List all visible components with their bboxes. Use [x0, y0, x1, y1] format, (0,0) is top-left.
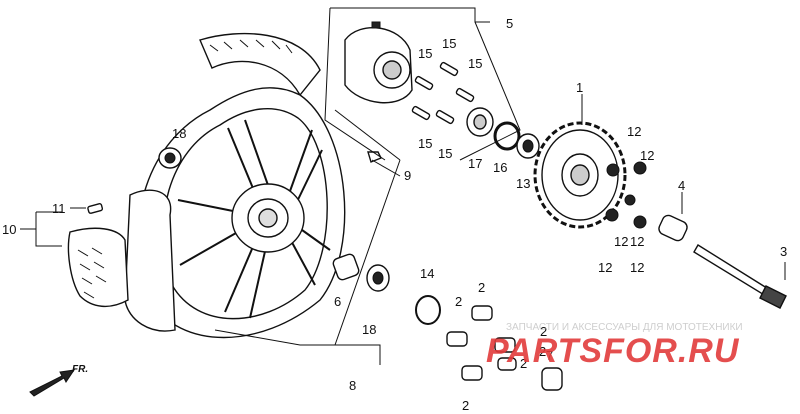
studs [411, 61, 475, 125]
callout-2: 2 [478, 280, 485, 295]
callout-9: 9 [404, 168, 411, 183]
callout-2: 2 [540, 324, 547, 339]
callout-17: 17 [468, 156, 482, 171]
callout-7: 7 [546, 348, 553, 363]
callout-15: 15 [438, 146, 452, 161]
callout-18: 18 [172, 126, 186, 141]
callout-5: 5 [506, 16, 513, 31]
callout-2: 2 [520, 356, 527, 371]
watermark-tagline: ЗАПЧАСТИ И АКСЕССУАРЫ ДЛЯ МОТОТЕХНИКИ [506, 322, 743, 333]
lower-collar-bearing [332, 253, 390, 292]
callout-15: 15 [442, 36, 456, 51]
callout-2: 2 [455, 294, 462, 309]
rear-wheel-illustration [67, 32, 346, 339]
watermark-brand: PARTSFOR.RU [486, 332, 740, 370]
front-direction-arrow: FR. [29, 364, 88, 397]
callout-12: 12 [630, 260, 644, 275]
callout-12: 12 [640, 148, 654, 163]
nuts [605, 161, 647, 229]
callout-4: 4 [678, 178, 685, 193]
callout-12: 12 [627, 124, 641, 139]
o-ring [415, 295, 441, 325]
callout-18: 18 [362, 322, 376, 337]
callout-12: 12 [614, 234, 628, 249]
callout-15: 15 [468, 56, 482, 71]
bearing-seal-group [466, 107, 540, 159]
callout-15: 15 [418, 136, 432, 151]
callout-3: 3 [780, 244, 787, 259]
callout-12: 12 [598, 260, 612, 275]
axle-group [658, 214, 787, 309]
callout-16: 16 [493, 160, 507, 175]
final-driven-flange [344, 21, 413, 104]
callout-13: 13 [516, 176, 530, 191]
dampers [446, 305, 517, 381]
callout-12: 12 [630, 234, 644, 249]
callout-10: 10 [2, 222, 16, 237]
callout-labels: 1 2 2 2 2 2 2 3 4 5 6 7 8 9 10 11 12 12 … [2, 16, 787, 413]
callout-8: 8 [349, 378, 356, 393]
callout-14: 14 [420, 266, 434, 281]
callout-15: 15 [418, 46, 432, 61]
leader-lines [20, 7, 786, 365]
callout-1: 1 [576, 80, 583, 95]
callout-2: 2 [539, 344, 546, 359]
damper-rubber [541, 367, 563, 391]
direction-label: FR. [72, 364, 88, 375]
callout-6: 6 [334, 294, 341, 309]
driven-sprocket [533, 121, 627, 229]
callout-2: 2 [462, 398, 469, 413]
watermark: ЗАПЧАСТИ И АКСЕССУАРЫ ДЛЯ МОТОТЕХНИКИ PA… [486, 322, 743, 370]
callout-11: 11 [52, 201, 66, 216]
bolt-9 [367, 151, 382, 163]
